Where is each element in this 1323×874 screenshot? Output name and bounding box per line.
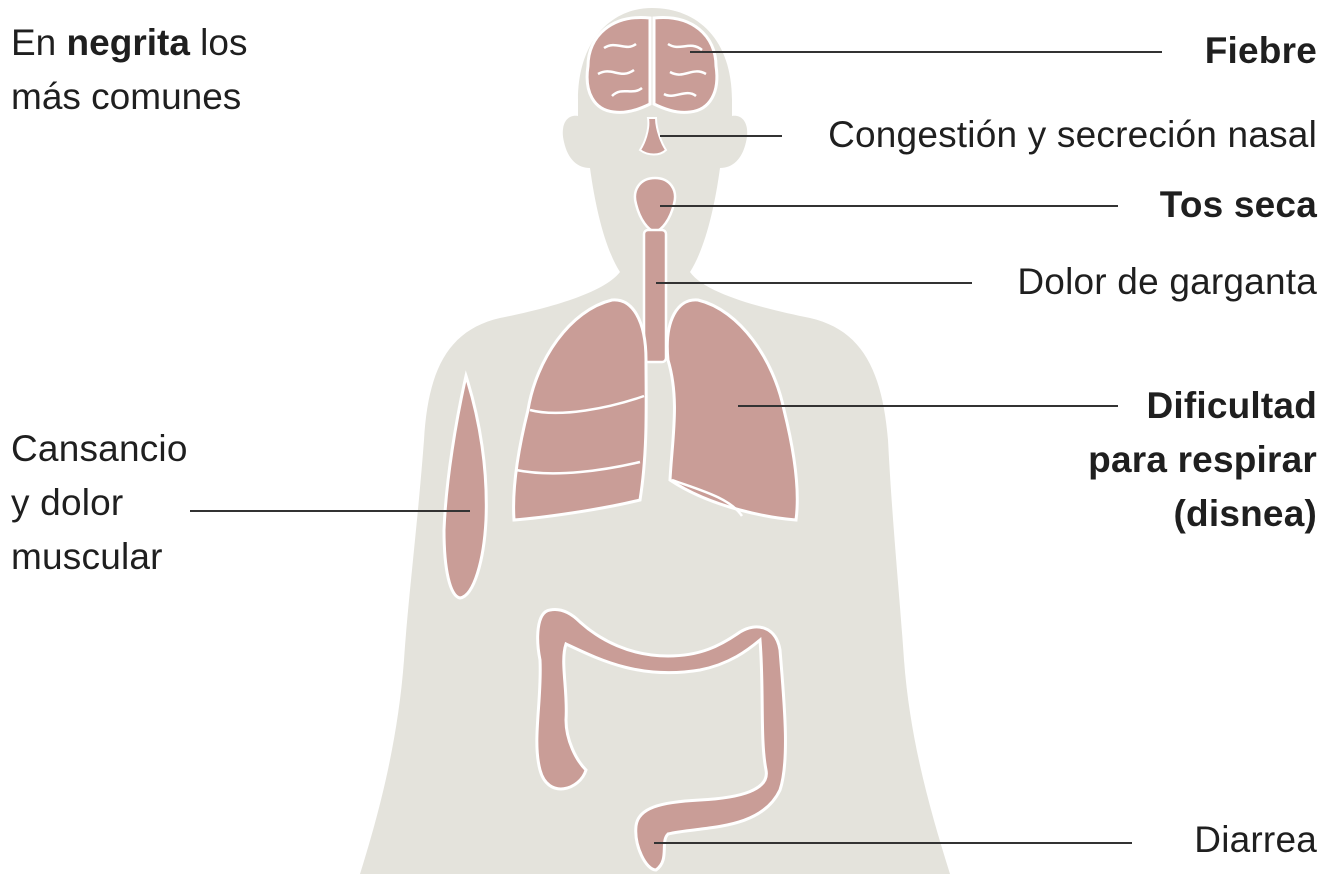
label-fatigue-line-2: y dolor [11,476,188,530]
label-fever: Fiebre [1205,24,1317,78]
label-congestion: Congestión y secreción nasal [828,108,1317,162]
label-fatigue-line-1: Cansancio [11,422,188,476]
label-dry-cough: Tos seca [1160,178,1317,232]
label-diarrhea: Diarrea [1194,813,1317,867]
legend-note-suffix: los [190,22,248,63]
label-sore-throat: Dolor de garganta [1017,255,1317,309]
label-fatigue: Cansancio y dolor muscular [11,422,188,584]
label-dyspnea: Dificultad para respirar (disnea) [1088,379,1317,541]
legend-note-line2: más comunes [11,76,241,117]
trachea [644,230,666,362]
legend-note-prefix: En [11,22,67,63]
label-dyspnea-line-3: (disnea) [1088,487,1317,541]
label-fatigue-line-3: muscular [11,530,188,584]
label-dyspnea-line-2: para respirar [1088,433,1317,487]
label-dyspnea-line-1: Dificultad [1088,379,1317,433]
legend-note: En negrita los más comunes [11,16,247,124]
legend-note-bold: negrita [67,22,190,63]
